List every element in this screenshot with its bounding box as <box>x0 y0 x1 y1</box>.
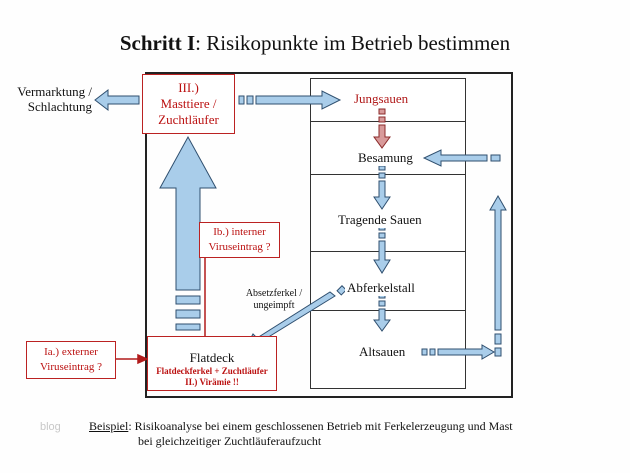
dash-segment <box>175 309 201 319</box>
row-divider <box>311 121 465 122</box>
internal-line1: Ib.) interner <box>213 226 266 238</box>
masttiere-line1: III.) <box>178 80 199 95</box>
farm-frame <box>145 72 513 398</box>
row-divider <box>311 174 465 175</box>
dash-segment <box>494 347 502 357</box>
row-divider <box>311 251 465 252</box>
footer-caption: Beispiel: Risikoanalyse bei einem geschl… <box>89 419 549 449</box>
dash-segment <box>175 295 201 305</box>
dash-segment <box>238 95 245 105</box>
big-up-arrow <box>159 135 217 291</box>
dash-segment <box>336 285 347 296</box>
dash-segment <box>378 300 386 307</box>
loop-up-arrow <box>489 194 507 331</box>
masttiere-line3: Zuchtläufer <box>158 112 219 127</box>
flatdeck-title: Flatdeck <box>189 350 235 365</box>
vermarktung-line1: Vermarktung / <box>17 84 92 99</box>
masttiere-box: III.) Masttiere / Zuchtläufer <box>142 74 235 134</box>
title-rest: : Risikopunkte im Betrieb bestimmen <box>195 31 511 55</box>
stage-tragende: Tragende Sauen <box>336 212 424 228</box>
vermarktung-line2: Schlachtung <box>27 99 92 114</box>
down-arrow <box>373 240 391 274</box>
external-arrowhead <box>137 353 149 365</box>
down-arrow <box>373 180 391 210</box>
dash-segment <box>494 333 502 345</box>
dash-segment <box>378 108 386 115</box>
sow-column <box>310 78 466 389</box>
dash-segment <box>429 348 436 356</box>
footer-line2: bei gleichzeitiger Zuchtläuferaufzucht <box>138 434 322 448</box>
stage-abferkel: Abferkelstall <box>345 280 417 296</box>
stage-altsauen: Altsauen <box>357 344 408 360</box>
footer-prefix: Beispiel <box>89 419 129 433</box>
market-arrow <box>94 88 140 112</box>
absetz-label: Absetzferkel / ungeimpft <box>238 288 310 312</box>
dash-segment <box>378 165 386 171</box>
flatdeck-box: Flatdeck Flatdeckferkel + Zuchtläufer II… <box>147 336 277 391</box>
vermarktung-label: Vermarktung / Schlachtung <box>4 84 92 114</box>
external-line2: Viruseintrag ? <box>40 361 102 373</box>
dash-segment <box>378 232 386 239</box>
masttiere-line2: Masttiere / <box>160 96 217 111</box>
external-line1: Ia.) externer <box>44 346 98 358</box>
title-bold: Schritt I <box>119 31 196 55</box>
dash-segment <box>175 323 201 331</box>
down-arrow <box>373 308 391 332</box>
external-entry-box: Ia.) externer Viruseintrag ? <box>26 341 116 379</box>
absetz-line1: Absetzferkel / <box>245 288 303 299</box>
red-down-arrow <box>373 124 391 149</box>
flatdeck-subtitle: Flatdeckferkel + Zuchtläufer <box>156 366 268 376</box>
dash-segment <box>378 172 386 179</box>
besamung-return-arrow <box>422 149 488 167</box>
page-title: Schritt I: Risikopunkte im Betrieb besti… <box>0 31 630 56</box>
dash-segment <box>246 95 254 105</box>
row-divider <box>311 310 465 311</box>
dash-segment <box>421 348 428 356</box>
flatdeck-viraemie: II.) Virämie !! <box>185 377 239 387</box>
dash-segment <box>490 154 501 162</box>
watermark: blog <box>40 421 61 433</box>
internal-entry-box: Ib.) interner Viruseintrag ? <box>199 222 280 258</box>
jungsauen-arrow <box>255 90 342 110</box>
altsauen-arrow <box>437 344 495 360</box>
absetz-line2: ungeimpft <box>253 300 295 311</box>
stage-jungsauen: Jungsauen <box>352 91 411 107</box>
stage-besamung: Besamung <box>356 150 415 166</box>
internal-line2: Viruseintrag ? <box>208 241 271 253</box>
dash-segment <box>378 116 386 123</box>
footer-line1: : Risikoanalyse bei einem geschlossenen … <box>128 419 513 433</box>
